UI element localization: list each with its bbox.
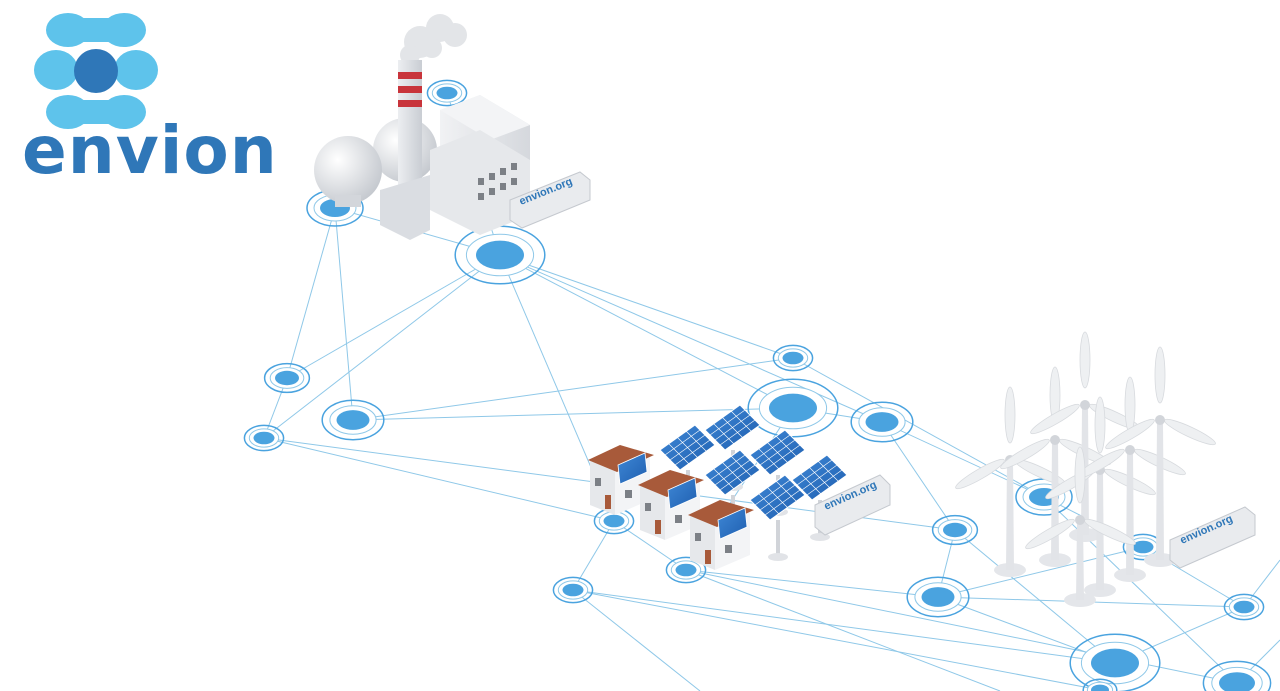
network-line bbox=[499, 254, 794, 359]
house bbox=[688, 500, 754, 570]
wind-turbine bbox=[1105, 346, 1216, 567]
network-line bbox=[613, 520, 687, 571]
network-node bbox=[426, 79, 468, 107]
network-line bbox=[937, 546, 1144, 598]
network-line bbox=[334, 207, 354, 421]
network-node bbox=[1069, 633, 1161, 691]
network-line bbox=[881, 421, 1045, 498]
network-node bbox=[454, 225, 546, 285]
storage-container: envion.org bbox=[1169, 506, 1256, 569]
network-line bbox=[685, 569, 939, 598]
house bbox=[638, 470, 704, 540]
smoke-icon bbox=[400, 14, 467, 65]
wind-turbine bbox=[955, 386, 1066, 577]
network-node bbox=[772, 344, 814, 372]
network-node bbox=[263, 362, 311, 394]
network-node bbox=[1082, 678, 1118, 691]
network-line bbox=[286, 254, 501, 379]
network-line bbox=[1043, 496, 1238, 684]
network-line bbox=[881, 421, 956, 531]
network-line bbox=[263, 437, 615, 522]
network-line bbox=[954, 529, 1116, 664]
network-node bbox=[850, 401, 914, 443]
network-line bbox=[286, 207, 336, 379]
envion-logo-mark bbox=[34, 13, 158, 129]
power-plant: envion.org bbox=[314, 14, 591, 240]
brand-wordmark: envion bbox=[22, 112, 278, 189]
network-node bbox=[593, 507, 635, 535]
network-line bbox=[499, 254, 794, 409]
network-node bbox=[931, 514, 979, 546]
network-line bbox=[572, 520, 615, 591]
network-line bbox=[352, 357, 794, 421]
network-line bbox=[572, 589, 701, 691]
network-line bbox=[685, 569, 1238, 684]
network-line bbox=[572, 589, 1101, 691]
network-node bbox=[552, 576, 594, 604]
wind-turbine bbox=[1030, 331, 1141, 542]
network-node bbox=[665, 556, 707, 584]
network-node bbox=[906, 576, 970, 618]
wind-turbine bbox=[1025, 446, 1136, 607]
network-node bbox=[1223, 593, 1265, 621]
network-node bbox=[1202, 660, 1272, 691]
network-node bbox=[747, 378, 839, 438]
houses bbox=[588, 445, 754, 570]
network-line bbox=[685, 569, 1001, 691]
network-node bbox=[243, 424, 285, 452]
network-node bbox=[321, 399, 385, 441]
network-line bbox=[499, 254, 883, 423]
network-line bbox=[352, 407, 794, 421]
network-line bbox=[263, 254, 501, 439]
network-line bbox=[572, 589, 1116, 664]
network-nodes bbox=[243, 79, 1272, 691]
network-line bbox=[792, 357, 1045, 498]
wind-turbines bbox=[955, 331, 1216, 607]
solar-panel bbox=[749, 474, 806, 561]
